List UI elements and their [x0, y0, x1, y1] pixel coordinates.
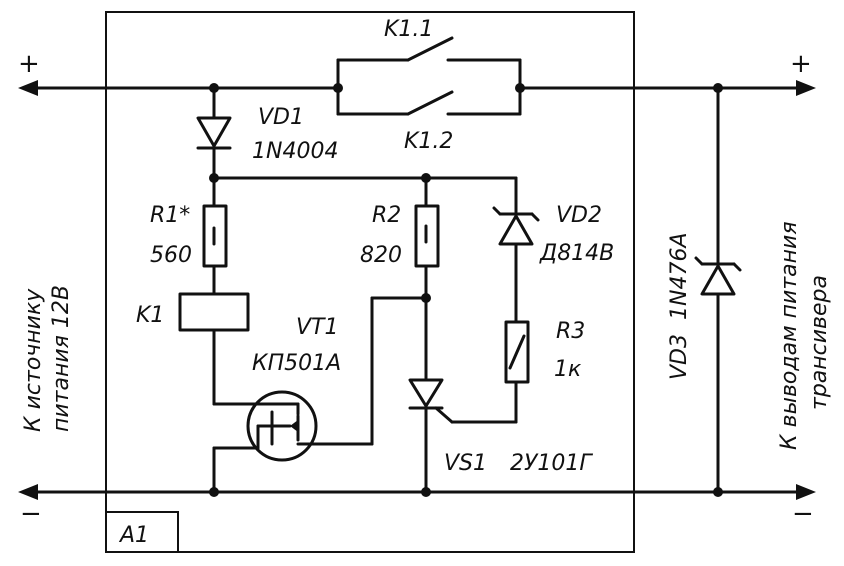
board-outline	[105, 11, 635, 553]
vt1-source-lead	[209, 446, 219, 497]
vd3-label: VD3 1N476A	[667, 233, 692, 381]
vd1-diode	[196, 83, 232, 180]
right-caption-line-2: трансивера	[807, 275, 832, 410]
k12-label: K1.2	[404, 129, 453, 154]
minus-right-label: −	[792, 499, 814, 529]
vs1-ref: VS1	[444, 451, 487, 476]
plus-left-label: +	[18, 49, 40, 79]
bottom-rail	[18, 484, 816, 500]
r3-value: 1к	[554, 357, 582, 382]
vd1-ref: VD1	[258, 105, 304, 130]
r1-value: 560	[150, 243, 192, 268]
relay-contacts	[333, 36, 525, 116]
r2-value: 820	[360, 243, 402, 268]
top-rail	[18, 80, 816, 96]
right-caption-line-1: К выводам питания	[777, 221, 802, 450]
vd1-value: 1N4004	[252, 139, 338, 164]
r2-resistor	[414, 176, 440, 380]
k11-label: K1.1	[384, 17, 433, 42]
vs1-thyristor	[408, 378, 518, 497]
k1-ref: K1	[136, 303, 164, 328]
r3-resistor	[504, 320, 530, 424]
vd3-value: 1N476A	[667, 233, 692, 321]
minus-left-label: −	[20, 499, 42, 529]
vd3-ref: VD3	[667, 334, 692, 380]
vd2-ref: VD2	[556, 203, 602, 228]
gate-lead	[370, 293, 431, 446]
vs1-value: 2У101Г	[510, 451, 593, 476]
vd3-zener	[694, 83, 742, 497]
board-label-box	[105, 511, 179, 553]
k1-coil	[178, 292, 260, 406]
vt1-transistor	[212, 390, 374, 462]
vd2-zener	[492, 206, 540, 324]
vt1-ref: VT1	[296, 315, 339, 340]
plus-right-label: +	[790, 49, 812, 79]
r1-resistor	[202, 176, 228, 296]
vt1-value: КП501А	[252, 351, 341, 376]
r2-ref: R2	[372, 203, 401, 228]
r3-ref: R3	[556, 319, 585, 344]
left-caption-line-1: К источнику	[21, 288, 46, 432]
node-after-vd1	[209, 173, 518, 214]
left-caption-line-2: питания 12В	[49, 285, 74, 432]
board-label: A1	[118, 523, 149, 548]
vd2-value: Д814В	[539, 241, 614, 266]
r1-ref: R1*	[150, 203, 190, 228]
